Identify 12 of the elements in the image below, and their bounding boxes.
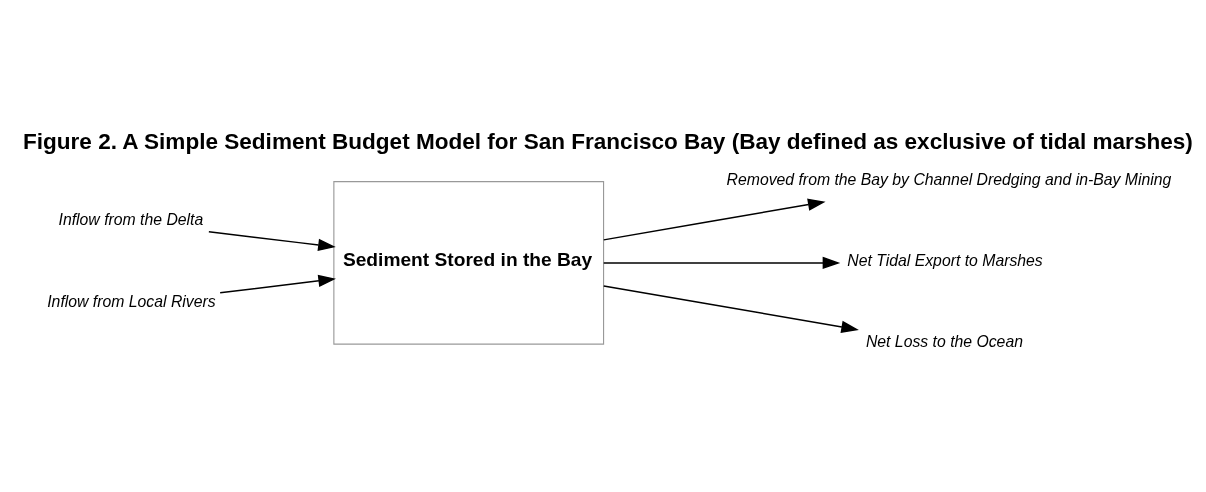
arrow [603,198,826,241]
node-box: Sediment Stored in the Bay [333,181,605,345]
arrow [603,256,841,270]
arrow [603,285,859,334]
node-text: Inflow from Local Rivers [47,292,216,310]
arrow [219,274,336,294]
node-text: Inflow from the Delta [58,211,204,229]
node-text: Net Tidal Export to Marshes [847,251,1043,269]
node-text: Removed from the Bay by Channel Dredging and in-Bay Mining [726,170,1172,188]
arrow [208,231,336,252]
node-text: Net Loss to the Ocean [865,333,1023,351]
diagram-title: Figure 2. A Simple Sediment Budget Model for San Francisco Bay (Bay defined as exclusive of tidal marshes) [22,128,1193,154]
